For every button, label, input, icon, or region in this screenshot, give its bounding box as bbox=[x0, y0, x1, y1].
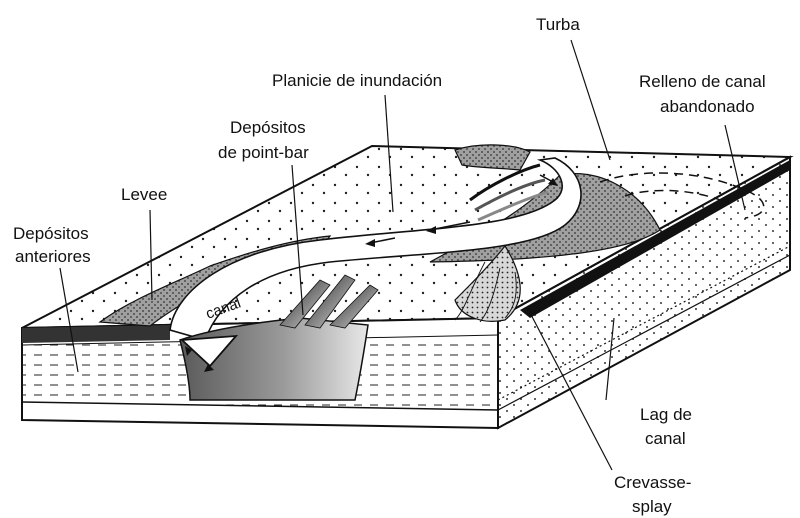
peat-patch-top bbox=[455, 145, 530, 170]
label-relleno-line1: Relleno de canal bbox=[639, 72, 766, 91]
dark-bed-left bbox=[22, 325, 170, 343]
label-pointbar-line2: de point-bar bbox=[218, 143, 309, 162]
label-crevasse-line2: splay bbox=[632, 497, 672, 516]
label-planicie: Planicie de inundación bbox=[272, 71, 442, 90]
label-anteriores-line2: anteriores bbox=[15, 247, 91, 266]
label-anteriores-line1: Depósitos bbox=[13, 224, 89, 243]
label-relleno-line2: abandonado bbox=[660, 97, 755, 116]
label-lag-line2: canal bbox=[645, 429, 686, 448]
label-turba: Turba bbox=[536, 15, 580, 34]
label-lag-line1: Lag de bbox=[640, 405, 692, 424]
label-crevasse-line1: Crevasse- bbox=[614, 473, 691, 492]
label-pointbar-line1: Depósitos bbox=[230, 118, 306, 137]
label-levee: Levee bbox=[121, 185, 167, 204]
